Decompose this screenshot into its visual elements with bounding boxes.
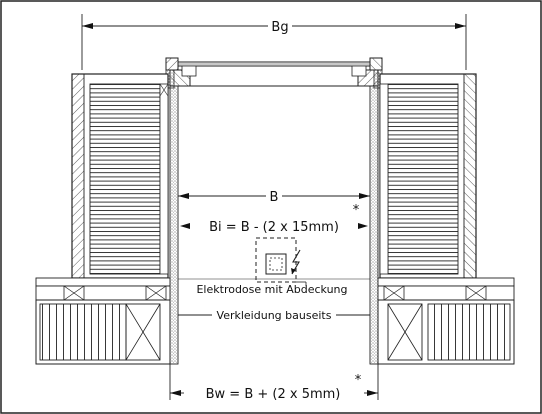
bw-label: Bw = B + (2 x 5mm) xyxy=(206,387,341,402)
cladding-leader: Verkleidung bauseits xyxy=(178,309,370,322)
electrical-socket xyxy=(255,237,307,286)
roof-slab xyxy=(35,277,515,301)
skylight-frame xyxy=(165,57,383,89)
lightning-icon xyxy=(291,249,301,275)
bw-dimension: Bw = B + (2 x 5mm) * xyxy=(169,364,379,402)
right-roof-block xyxy=(379,73,477,279)
b-label: B xyxy=(270,190,279,205)
bi-asterisk: * xyxy=(353,203,360,218)
left-liner-wall xyxy=(169,85,179,365)
cladding-label: Verkleidung bauseits xyxy=(217,309,332,322)
socket-label: Elektrodose mit Abdeckung xyxy=(196,283,347,296)
bi-label: Bi = B - (2 x 15mm) xyxy=(209,220,339,235)
b-dimension: B xyxy=(178,190,370,205)
bi-dimension: Bi = B - (2 x 15mm) * xyxy=(180,203,368,235)
left-roof-block xyxy=(71,73,169,279)
lower-structure xyxy=(35,299,515,365)
bw-asterisk: * xyxy=(355,373,362,388)
right-liner-wall xyxy=(369,85,379,365)
bg-label: Bg xyxy=(271,20,288,35)
bg-dimension: Bg xyxy=(81,14,467,70)
